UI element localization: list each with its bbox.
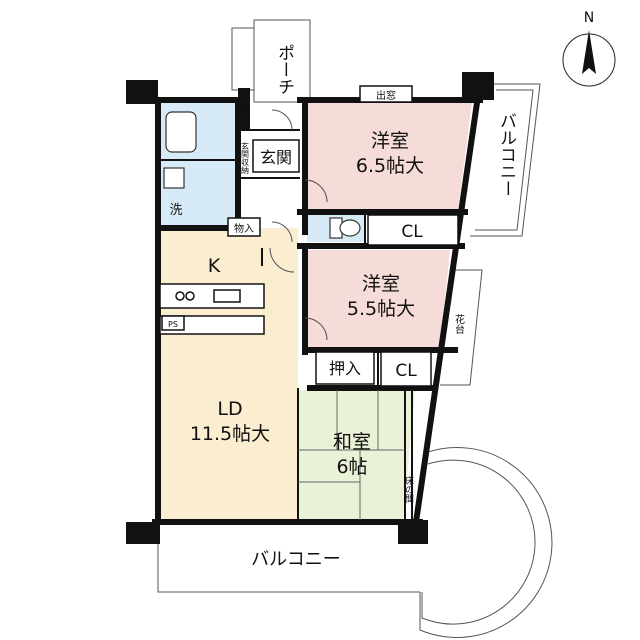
label-boxes [161,85,459,387]
kitchen-counter [159,283,265,335]
walls [152,92,483,526]
flower-stand-label: 花台 [453,313,465,335]
entrance-label: 玄関 [260,148,292,167]
porch-label: ポーチ [274,44,294,95]
western-room-1-fill [307,102,472,210]
wash-label: 洗 [169,203,182,218]
door-swings [269,109,328,341]
japanese-room-name: 和室 [333,431,371,453]
closet-label-2: CL [395,361,417,381]
structural-columns [126,72,494,544]
balcony-east-outline [470,83,541,237]
tatami-lines [298,390,405,520]
western-room-2-name: 洋室 [362,273,400,295]
balcony-south-label: バルコニー [251,549,341,570]
kitchen-label: K [208,255,221,277]
western-room-2-size: 5.5帖大 [347,298,415,320]
ld-size: 11.5帖大 [190,423,270,445]
compass-north-label: N [584,10,594,26]
japanese-room-fill [298,390,415,520]
balcony-east-label: バルコニー [496,112,516,197]
ps-label: PS [168,320,178,329]
toilet-icon [329,217,361,239]
ld-lower-fill [158,380,298,520]
thin-walls [158,129,413,522]
ld-name: LD [217,398,242,420]
bay-window-label: 出窓 [376,89,396,102]
western-room-1-size: 6.5帖大 [356,155,424,177]
entrance-storage-label: 玄関収納 [241,141,250,175]
western-room-1-name: 洋室 [371,130,409,152]
western-room-2-fill [307,250,450,348]
tokonoma-label: 床の間 [403,475,414,504]
flower-stand-outline [440,269,483,386]
mb-label: MB [240,102,249,114]
bathtub-icon [165,111,197,153]
compass-icon: N [562,10,616,87]
japanese-room-size: 6帖 [336,456,367,478]
oshiire-label: 押入 [329,359,361,378]
storage-label: 物入 [234,222,254,235]
closet-label-1: CL [401,222,423,242]
washbasin-icon [163,167,185,189]
